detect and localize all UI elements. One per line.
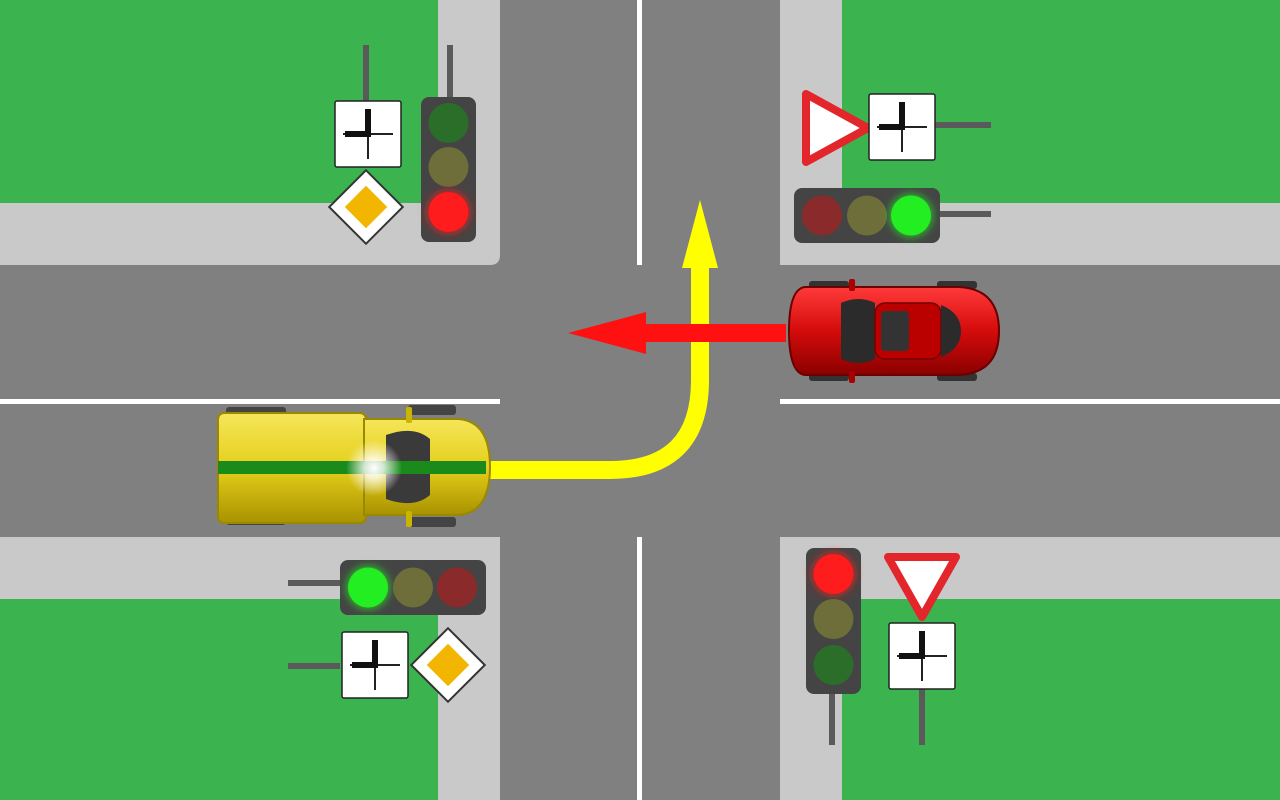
light-red-lamp	[813, 554, 854, 594]
light-green-lamp	[813, 645, 854, 685]
sign-post-se	[829, 688, 925, 745]
light-yellow-lamp	[393, 567, 433, 608]
main-road-diamond-sign	[327, 168, 405, 246]
light-red-lamp	[437, 567, 477, 608]
traffic-light-nw	[421, 97, 476, 242]
light-green-lamp	[428, 103, 469, 143]
light-yellow-lamp	[428, 147, 469, 187]
yield-triangle-sign	[884, 553, 960, 621]
light-red-lamp	[428, 192, 469, 232]
light-green-lamp	[891, 195, 931, 236]
lane-line-east	[780, 399, 1280, 404]
road-layout-plate	[868, 93, 936, 161]
traffic-light-se	[806, 548, 861, 694]
sign-post-nw	[363, 45, 453, 105]
road-layout-plate	[888, 622, 956, 690]
road-layout-plate	[334, 100, 402, 168]
yellow-path-arrow	[490, 200, 718, 479]
yellow-car	[217, 405, 492, 527]
main-road-diamond-sign	[409, 626, 487, 704]
lane-line-north	[637, 0, 642, 265]
headlight-icon	[346, 440, 402, 496]
sign-post-sw	[288, 580, 340, 669]
traffic-light-ne	[794, 188, 940, 243]
yield-triangle-sign	[802, 90, 872, 166]
road-layout-plate	[341, 631, 409, 699]
light-red-lamp	[802, 195, 842, 236]
light-yellow-lamp	[813, 599, 854, 639]
lane-line-south	[637, 537, 642, 800]
sign-post-ne	[935, 122, 991, 217]
lane-line-west	[0, 399, 500, 404]
light-yellow-lamp	[847, 195, 887, 236]
traffic-light-sw	[340, 560, 486, 615]
red-car	[787, 279, 1001, 383]
light-green-lamp	[348, 567, 388, 608]
red-path-arrow	[568, 312, 786, 354]
